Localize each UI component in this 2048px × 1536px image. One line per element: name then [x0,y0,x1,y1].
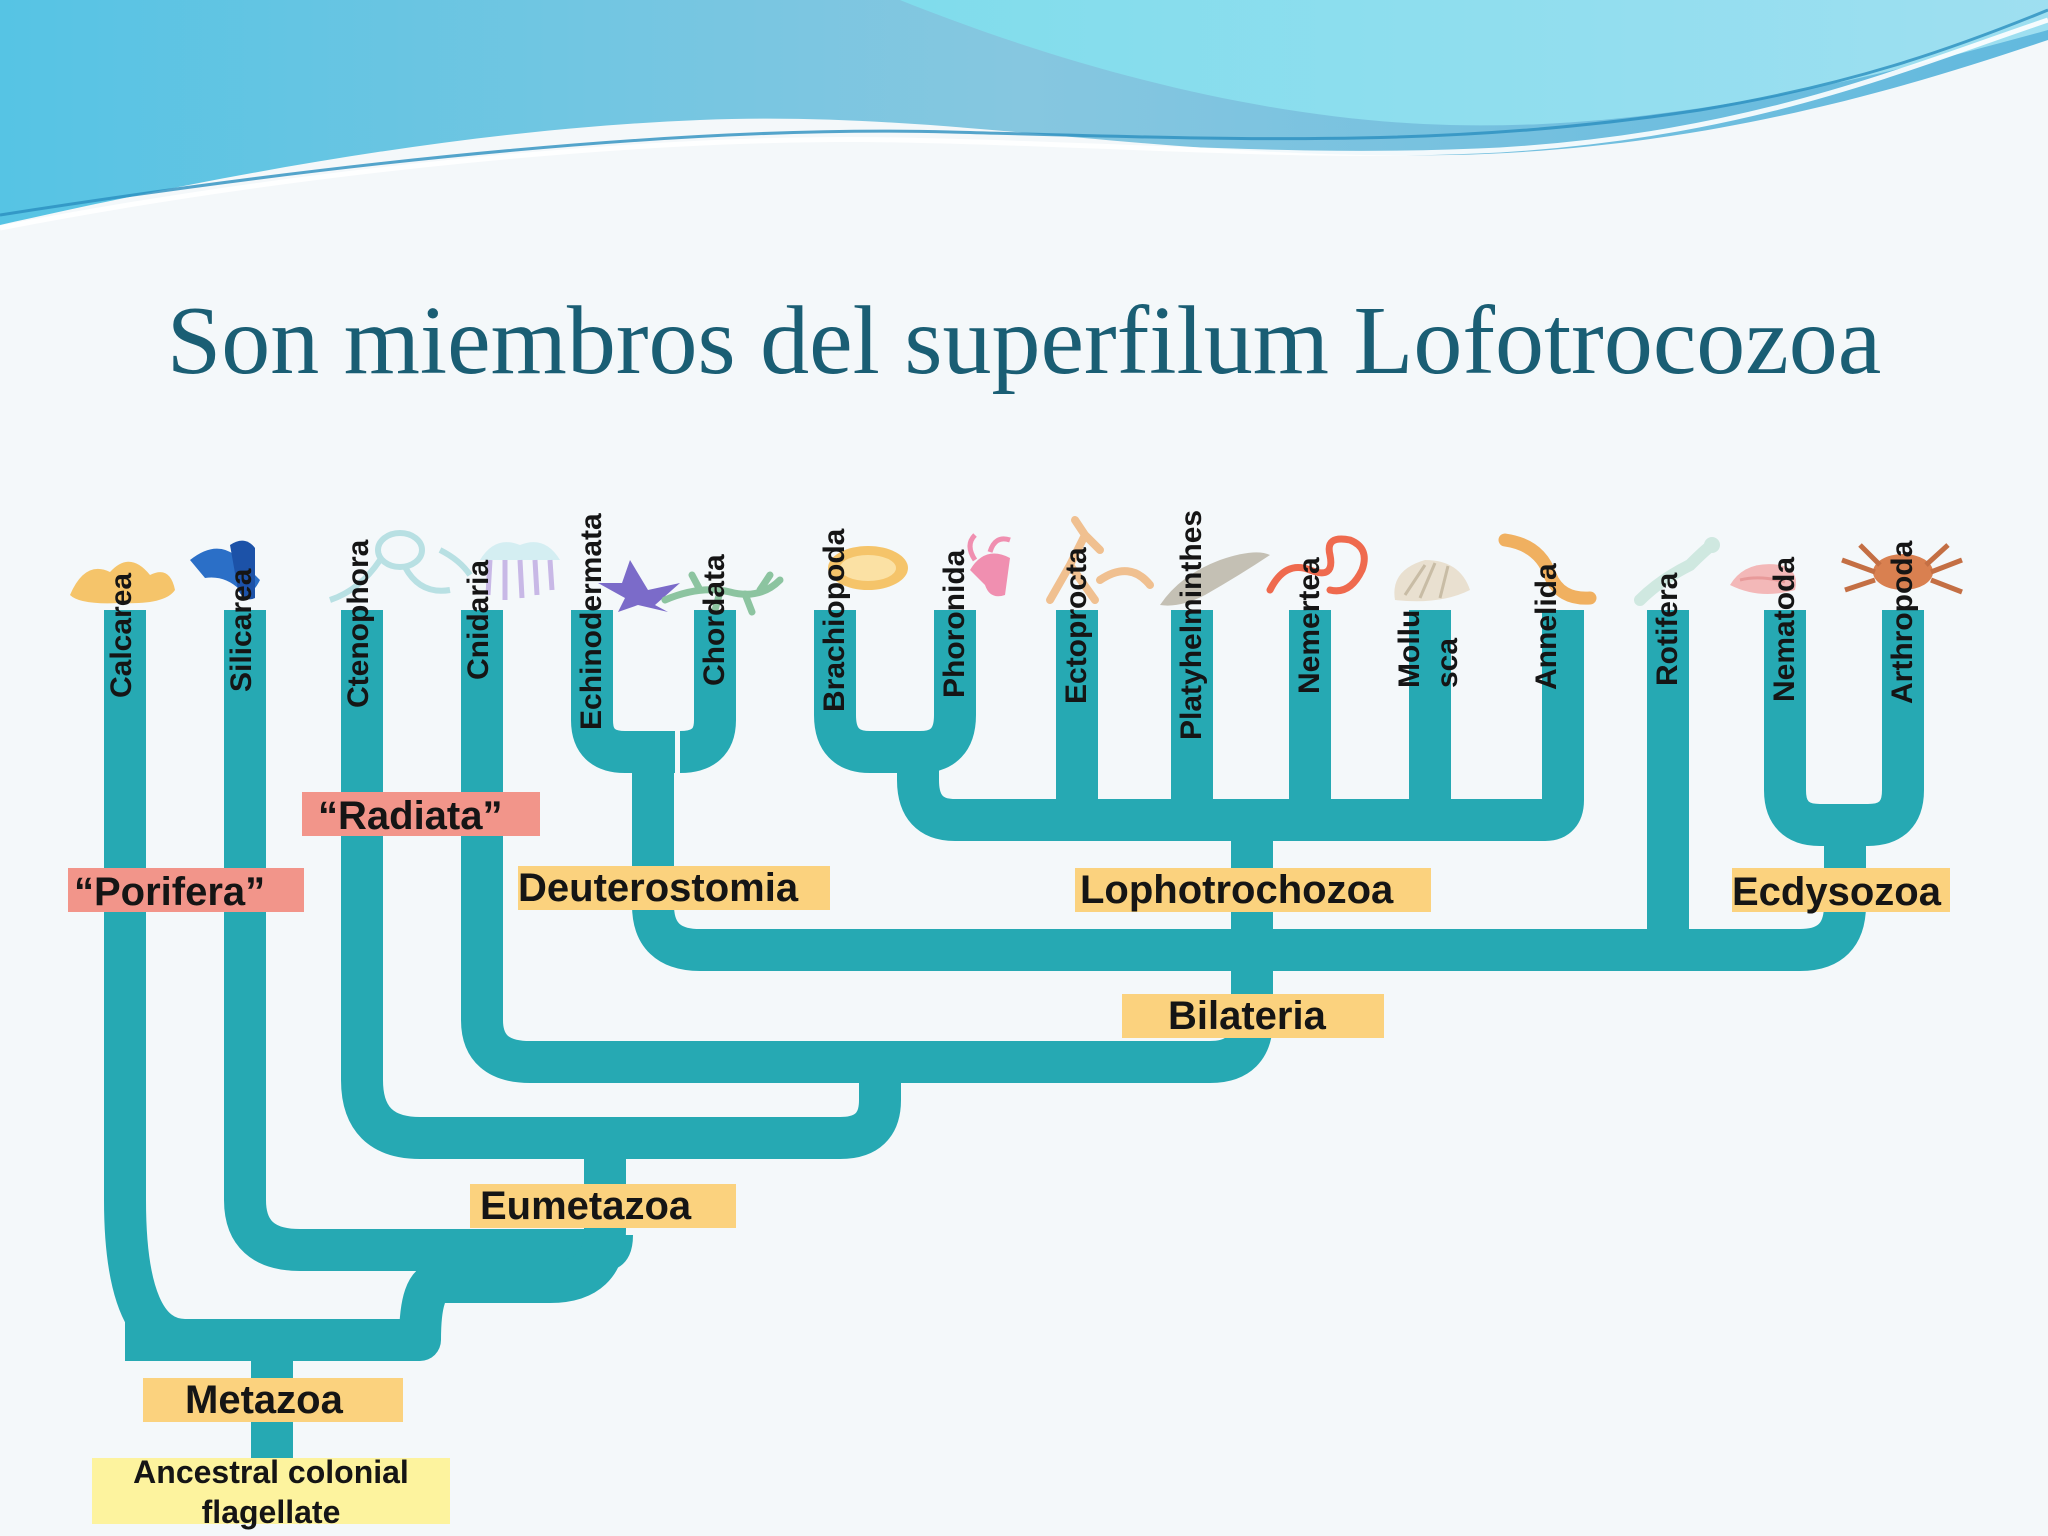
jellyfish-icon [480,542,560,600]
taxon-label-brachiopoda: Brachiopoda [818,528,851,712]
branch-chordata [678,610,736,773]
branch-phoronida [918,610,976,773]
taxon-label-ectoprocta: Ectoprocta [1060,547,1093,704]
clade-label-radiata: “Radiata” [302,792,540,836]
comb-jelly-icon [328,530,473,603]
taxon-label-nemertea: Nemertea [1293,557,1326,694]
clade-label-metazoa: Metazoa [143,1378,403,1422]
branch-ctenophora [341,610,605,1159]
clade-label-lophotrochozoa: Lophotrochozoa [1075,868,1431,912]
glass-sponge-icon [190,540,260,600]
root-label-box [92,1458,450,1524]
branch-echinodermata [571,610,675,773]
clade-label-eumetazoa: Eumetazoa [470,1184,736,1228]
taxon-label-sca: sca [1431,637,1464,688]
taxon-label-mollu: Mollu [1393,609,1426,688]
branch-arthropoda [1845,610,1924,846]
clam-shell-icon [1394,560,1470,602]
branch-brachiopoda [814,610,920,773]
slide-title: Son miembros del superfilum Lofotrocozoa [166,287,1882,395]
flatworm-icon [1160,552,1270,606]
taxon-label-phoronida: Phoronida [938,549,971,698]
branch-cnidaria [461,610,880,1083]
taxon-label-platyhelminthes: Platyhelminthes [1175,509,1208,740]
clade-label-bilateria: Bilateria [1122,994,1384,1038]
clade-label-deuterostomia: Deuterostomia [518,866,830,910]
roundworm-icon [1730,564,1796,594]
taxon-label-calcarea: Calcarea [105,572,138,698]
taxon-label-silicarea: Silicarea [225,568,258,692]
clade-label-ecdysozoa: Ecdysozoa [1732,868,1950,912]
branch-radiata-bilateria [605,1062,901,1159]
root-label-line-1: Ancestral colonial [133,1454,409,1490]
taxon-label-echinodermata: Echinodermata [575,513,608,730]
horseshoe-worm-icon [967,533,1011,597]
crab-icon [1841,543,1963,595]
branch-eumetazoa [420,1138,626,1303]
top-wave-decoration [0,0,2048,231]
taxon-label-arthropoda: Arthropoda [1886,540,1919,704]
lamp-shell-icon [828,546,908,590]
branch-brachio-phoronid [897,610,1584,841]
taxon-label-nematoda: Nematoda [1768,556,1801,702]
ribbon-worm-icon [1266,535,1368,595]
taxon-label-annelida: Annelida [1530,563,1563,690]
sponge-icon [70,561,175,604]
taxon-label-rotifera: Rotifera [1651,572,1684,686]
starfish-icon [598,560,680,612]
bryozoan-icon [1046,516,1154,604]
root-label: Ancestral colonial flagellate [92,1452,450,1532]
lizard-icon [661,571,784,616]
earthworm-icon [1498,533,1597,605]
taxon-label-chordata: Chordata [698,554,731,686]
taxon-label-ctenophora: Ctenophora [342,539,375,708]
clade-label-porifera: “Porifera” [68,868,304,912]
rotifer-icon [1634,537,1720,606]
root-label-line-2: flagellate [201,1494,341,1530]
taxon-label-cnidaria: Cnidaria [462,559,495,680]
branch-nematoda [1764,610,1850,846]
